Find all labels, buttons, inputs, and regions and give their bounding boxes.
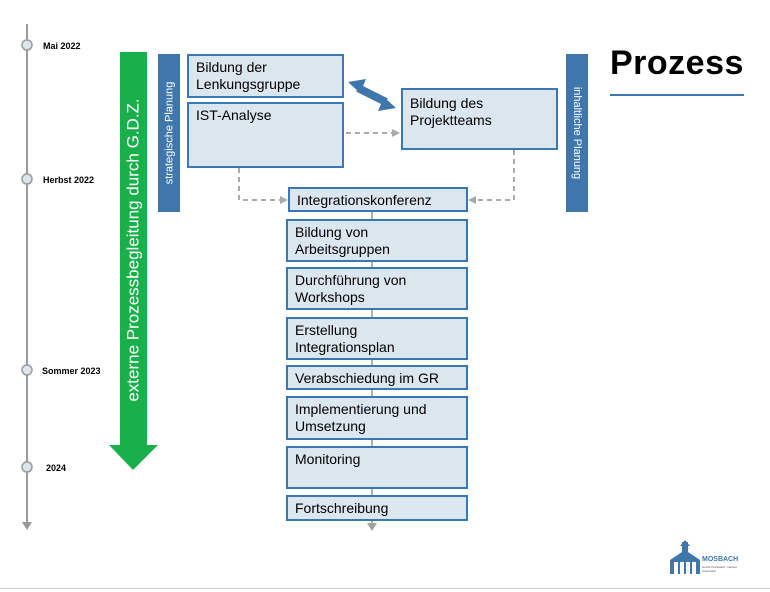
timeline-label-mai-2022: Mai 2022 (43, 41, 81, 51)
box-implementierung: Implementierung und Umsetzung (286, 396, 468, 440)
double-arrow (348, 79, 396, 111)
box-projektteams: Bildung des Projektteams (401, 88, 558, 150)
content-planning-bar (566, 54, 588, 212)
logo-icon (670, 540, 700, 574)
timeline-marker (21, 39, 33, 51)
flow-arrowhead (367, 523, 377, 531)
dashed-connector-ist (346, 129, 400, 137)
timeline-label-sommer-2023: Sommer 2023 (42, 366, 101, 376)
external-support-arrow (109, 52, 158, 470)
box-integrationskonferenz: Integrationskonferenz (288, 187, 468, 212)
logo-name: MOSBACH (702, 556, 739, 563)
bottom-divider (0, 588, 770, 589)
strategic-planning-bar (158, 54, 180, 212)
timeline-label-herbst-2022: Herbst 2022 (43, 175, 95, 185)
box-fortschreibung: Fortschreibung (286, 495, 468, 521)
box-workshops: Durchführung von Workshops (286, 267, 468, 310)
page-title: Prozess (610, 44, 744, 82)
timeline-marker (21, 173, 33, 185)
timeline-label-2024: 2024 (46, 463, 67, 473)
title-underline (610, 94, 744, 96)
content-planning-label: inhaltliche Planung (571, 86, 584, 180)
box-monitoring: Monitoring (286, 446, 468, 489)
box-arbeitsgruppen: Bildung von Arbeitsgruppen (286, 219, 468, 262)
box-lenkungsgruppe: Bildung der Lenkungsgruppe (187, 54, 344, 98)
box-integrationsplan: Erstellung Integrationsplan (286, 317, 468, 360)
box-verabschiedung: Verabschiedung im GR (286, 365, 468, 390)
timeline-marker (21, 364, 33, 376)
logo-tagline: Große Kreisstadt · Neckar-Odenwald (702, 565, 738, 573)
timeline-marker (21, 461, 33, 473)
dashed-connector-left (238, 168, 288, 204)
timeline-arrowhead (22, 522, 32, 530)
mosbach-logo: MOSBACH Große Kreisstadt · Neckar-Odenwa… (668, 540, 748, 578)
box-ist-analyse: IST-Analyse (187, 102, 344, 168)
strategic-planning-label: strategische Planung (163, 81, 176, 185)
dashed-connector-right (468, 150, 515, 204)
